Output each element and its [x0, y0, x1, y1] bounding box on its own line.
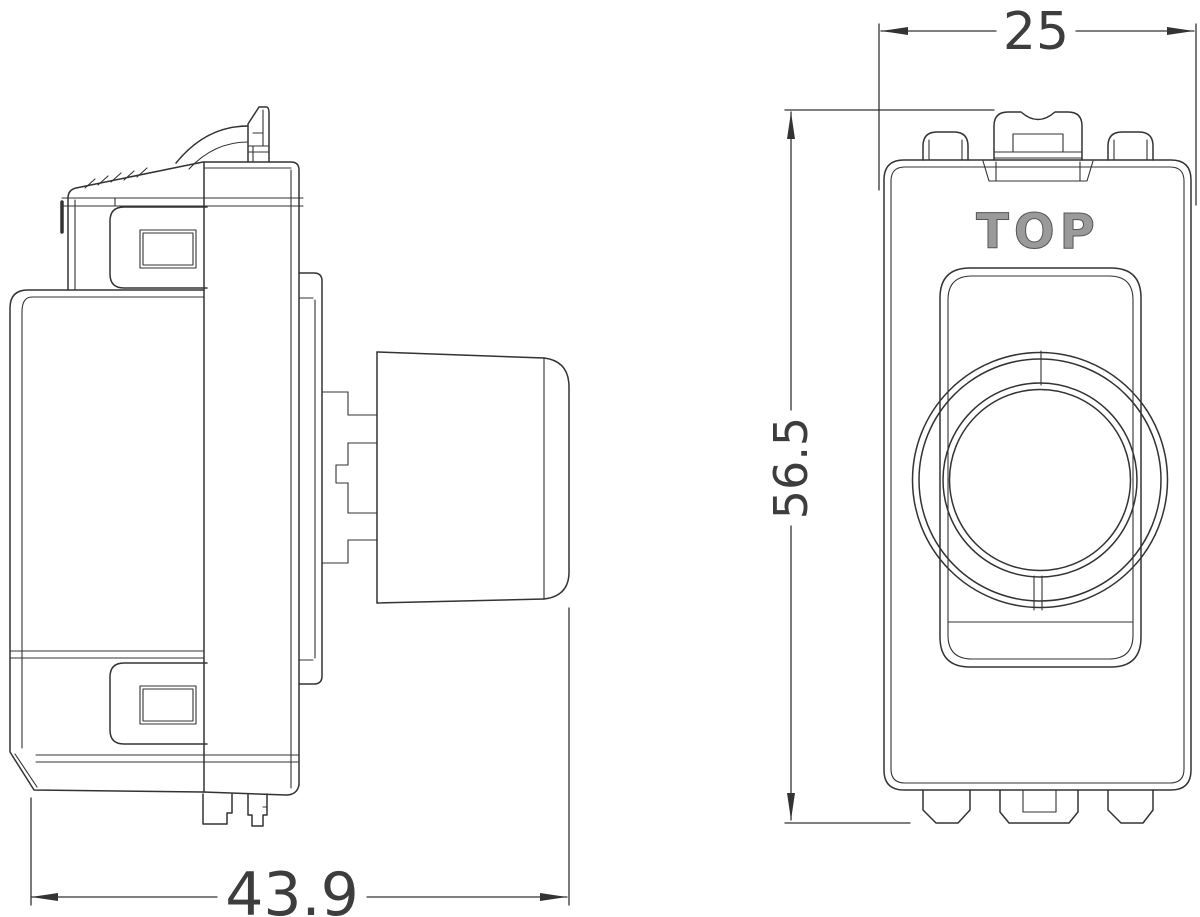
side-main-body — [9, 289, 299, 793]
side-upper-housing — [60, 161, 304, 291]
front-top-bumps — [922, 131, 1154, 161]
front-body — [883, 159, 1192, 791]
dim-width-25: 25 — [878, 2, 1197, 206]
side-upper-latch — [109, 206, 208, 289]
front-knob — [911, 350, 1169, 611]
front-top-clip — [982, 111, 1094, 182]
dimensions: 25 56.5 43.9 — [30, 2, 1197, 917]
dim-height-56-5: 56.5 — [764, 109, 995, 824]
side-knob — [376, 351, 570, 604]
front-view: TOP — [883, 111, 1192, 824]
dim-depth-43-9: 43.9 — [30, 607, 570, 917]
side-view — [9, 106, 570, 827]
top-marking-text: TOP — [976, 204, 1100, 260]
knob-index-mark-bottom — [1033, 575, 1043, 611]
dim-height-value: 56.5 — [764, 417, 818, 519]
knob-inner-ring — [942, 382, 1138, 578]
side-knob-shaft — [321, 391, 378, 564]
side-top-clip — [175, 106, 270, 170]
side-feet — [202, 793, 268, 827]
front-rocker-recess — [939, 267, 1142, 668]
front-feet — [922, 789, 1154, 824]
knurl-hatch-marks — [84, 167, 148, 189]
dim-width-value: 25 — [1003, 2, 1069, 62]
dim-depth-value: 43.9 — [225, 860, 359, 917]
knob-outer-ring — [911, 351, 1169, 609]
side-lower-latch — [109, 662, 208, 745]
side-face-plate — [202, 161, 300, 796]
side-knob-bezel — [298, 272, 323, 685]
